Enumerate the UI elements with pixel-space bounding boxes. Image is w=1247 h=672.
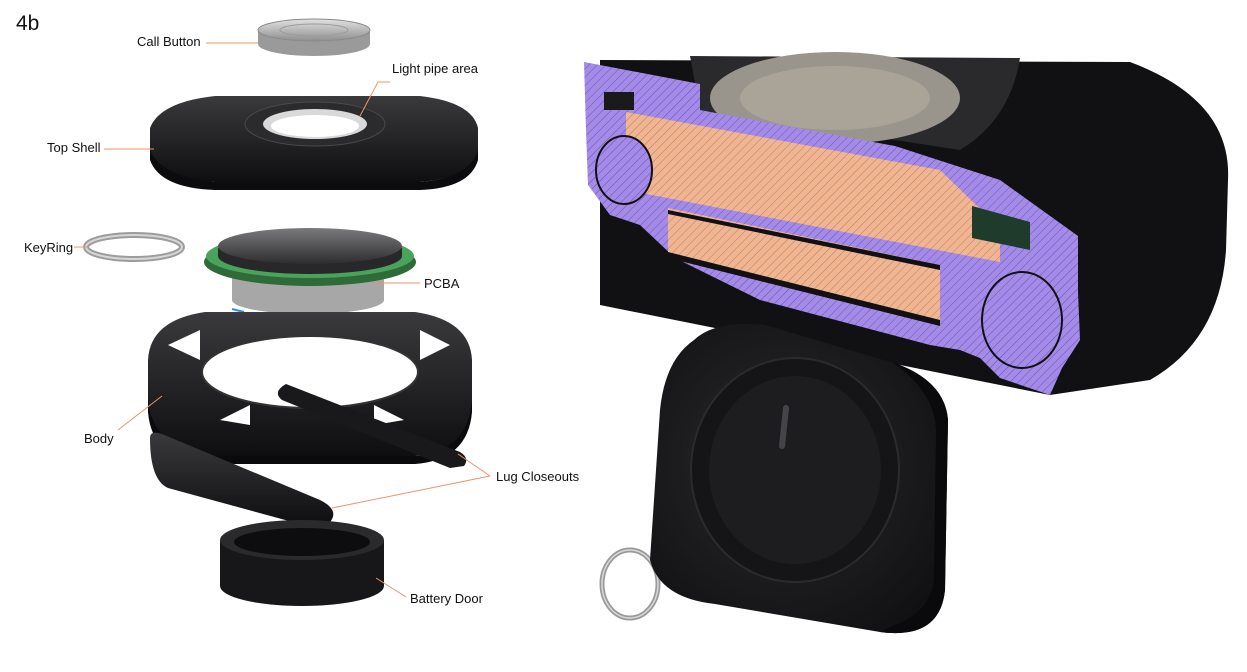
pcba-part — [204, 228, 416, 314]
call-button-part — [257, 18, 371, 56]
leader-lines — [74, 42, 491, 598]
label-lug-closeouts: Lug Closeouts — [496, 469, 580, 484]
leader-lug-upper — [457, 453, 491, 477]
keyring-part — [83, 232, 185, 262]
label-light-pipe: Light pipe area — [392, 61, 479, 76]
label-body: Body — [84, 431, 114, 446]
leader-body — [117, 395, 163, 431]
assembled-device-render — [599, 324, 948, 634]
lug-closeout-parts — [150, 384, 467, 526]
label-keyring: KeyRing — [24, 240, 74, 255]
figure-number: 4b — [16, 12, 40, 35]
leader-lug-lower — [331, 475, 491, 509]
battery-door-part — [220, 520, 384, 606]
cross-section-view — [584, 52, 1229, 395]
body-part — [148, 312, 472, 464]
top-shell-part — [150, 96, 478, 190]
label-top-shell: Top Shell — [47, 140, 101, 155]
label-battery-door: Battery Door — [410, 591, 483, 606]
label-call-button: Call Button — [137, 34, 201, 49]
label-pcba: PCBA — [424, 276, 460, 291]
leader-battery-door — [375, 577, 407, 598]
leader-light-pipe — [359, 81, 390, 117]
